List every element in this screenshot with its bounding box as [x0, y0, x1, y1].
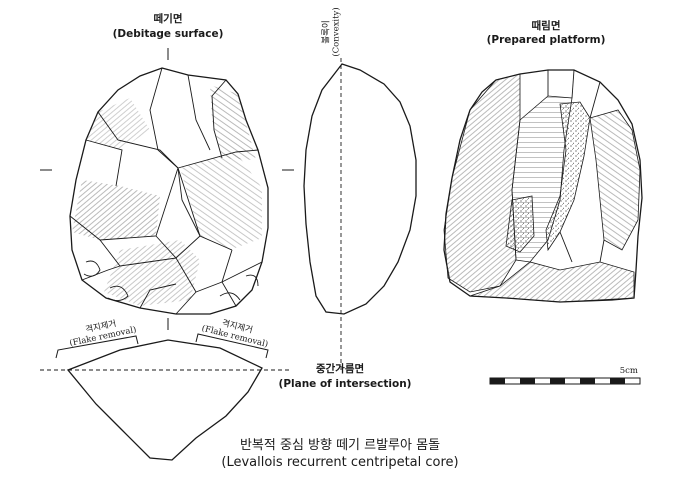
scale-label: 5cm: [619, 366, 638, 376]
figure-title-ko: 반복적 중심 방향 떼기 르발루아 몸돌: [239, 438, 441, 453]
convexity-ko: 볼록이: [322, 20, 333, 44]
debitage-title-ko: 떼기면: [153, 13, 183, 25]
platform-cortex-dotted-2: [505, 195, 535, 253]
scar-hatch-upper-right: [210, 85, 256, 160]
platform-title-en: (Prepared platform): [486, 34, 606, 46]
debitage-surface-drawing: [69, 67, 269, 315]
prepared-platform-drawing: [443, 69, 643, 303]
intersection-title-ko: 중간가름면: [315, 363, 365, 375]
scar-hatch-left: [72, 180, 160, 240]
platform-flank-right: [589, 109, 641, 251]
cross-section-outline: [66, 339, 263, 461]
intersection-title-en: (Plane of intersection): [278, 378, 412, 390]
scar-hatch-right: [180, 152, 262, 250]
scar-hatch-upper-left: [86, 98, 150, 150]
scale-bar: [489, 377, 641, 385]
platform-title-ko: 때림면: [531, 20, 561, 32]
figure-title-en: (Levallois recurrent centripetal core): [221, 455, 459, 470]
convexity-profile-drawing: [303, 58, 417, 372]
orientation-ticks: [40, 48, 294, 330]
flake-removal-bracket-left: [55, 335, 139, 359]
scar-hatch-bottom: [104, 240, 200, 306]
flake-removal-bracket-right: [195, 333, 269, 359]
cross-section-drawing: [40, 333, 290, 461]
debitage-title-en: (Debitage surface): [112, 28, 224, 40]
platform-base: [469, 261, 635, 303]
convexity-en: (Convexity): [332, 7, 343, 57]
profile-outline: [303, 63, 417, 315]
platform-cortex-left: [443, 73, 521, 293]
convexity-label: 볼록이 (Convexity): [312, 0, 352, 64]
